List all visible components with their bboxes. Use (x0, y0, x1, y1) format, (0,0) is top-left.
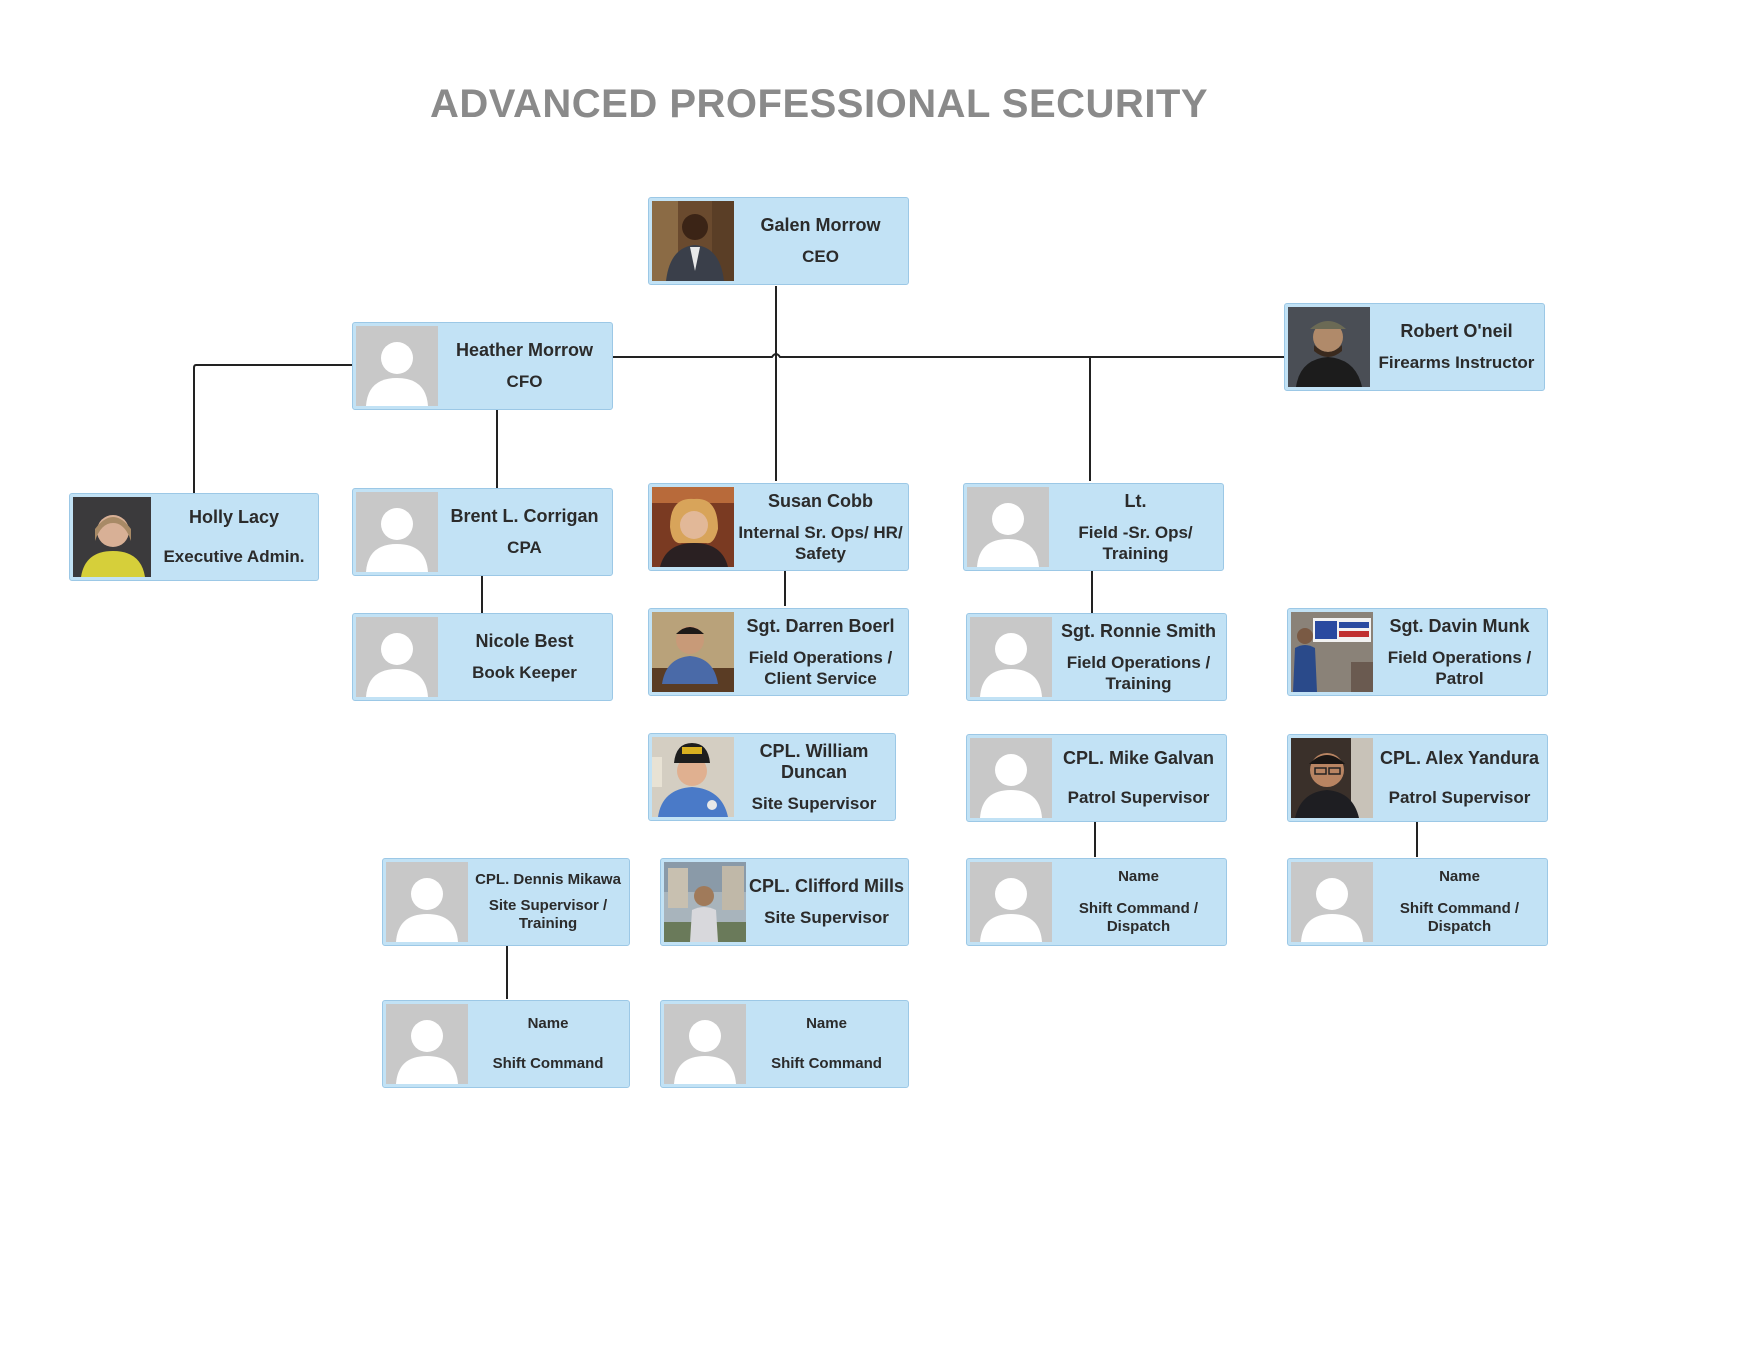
name-galen-morrow: Galen Morrow (760, 215, 881, 235)
name-lt: Lt. (1124, 490, 1147, 511)
avatar-placeholder-icon (967, 487, 1049, 567)
role-dispatch-left: Shift Command / Dispatch (1078, 900, 1199, 935)
photo-clifford-mills (664, 862, 746, 942)
card-darren-boerl[interactable]: Sgt. Darren Boerl Field Operations / Cli… (648, 608, 909, 696)
card-mike-galvan[interactable]: CPL. Mike Galvan Patrol Supervisor (966, 734, 1227, 822)
role-galen-morrow: CEO (802, 247, 839, 266)
name-alex-yandura: CPL. Alex Yandura (1379, 748, 1540, 768)
photo-galen-morrow (652, 201, 734, 281)
name-heather-morrow: Heather Morrow (455, 340, 594, 360)
card-heather-morrow[interactable]: Heather Morrow CFO (352, 322, 613, 410)
card-susan-cobb[interactable]: Susan Cobb Internal Sr. Ops/ HR/ Safety (648, 483, 909, 571)
avatar-placeholder-icon (664, 1004, 746, 1084)
connector-cfo-holly (193, 364, 352, 493)
avatar-placeholder-icon (1291, 862, 1373, 942)
name-ronnie-smith: Sgt. Ronnie Smith (1061, 620, 1216, 641)
avatar-placeholder-icon (386, 1004, 468, 1084)
card-clifford-mills[interactable]: CPL. Clifford Mills Site Supervisor (660, 858, 909, 946)
name-susan-cobb: Susan Cobb (767, 490, 873, 511)
role-susan-cobb: Internal Sr. Ops/ HR/ Safety (738, 522, 903, 563)
card-davin-munk[interactable]: Sgt. Davin Munk Field Operations / Patro… (1287, 608, 1548, 696)
name-brent-corrigan: Brent L. Corrigan (450, 506, 599, 526)
role-lt: Field -Sr. Ops/ Training (1078, 522, 1193, 563)
role-dispatch-right: Shift Command / Dispatch (1399, 900, 1520, 935)
name-clifford-mills: CPL. Clifford Mills (749, 876, 904, 896)
connector-main-horizontal (612, 353, 1284, 358)
card-brent-corrigan[interactable]: Brent L. Corrigan CPA (352, 488, 613, 576)
card-dennis-mikawa[interactable]: CPL. Dennis Mikawa Site Supervisor / Tra… (382, 858, 630, 946)
card-nicole-best[interactable]: Nicole Best Book Keeper (352, 613, 613, 701)
role-shift-left: Shift Command (492, 1055, 604, 1072)
name-robert-oneil: Robert O'neil (1400, 321, 1513, 341)
photo-william-duncan (652, 737, 734, 817)
name-shift-left: Name (527, 1015, 569, 1032)
role-ronnie-smith: Field Operations / Training (1066, 652, 1211, 693)
role-davin-munk: Field Operations / Patrol (1387, 647, 1532, 688)
name-mike-galvan: CPL. Mike Galvan (1062, 748, 1215, 768)
name-darren-boerl: Sgt. Darren Boerl (746, 615, 895, 636)
avatar-placeholder-icon (356, 326, 438, 406)
name-william-duncan: CPL. William Duncan (759, 740, 869, 782)
photo-darren-boerl (652, 612, 734, 692)
photo-davin-munk (1291, 612, 1373, 692)
card-william-duncan[interactable]: CPL. William Duncan Site Supervisor (648, 733, 896, 821)
photo-susan-cobb (652, 487, 734, 567)
card-shift-left[interactable]: Name Shift Command (382, 1000, 630, 1088)
card-robert-oneil[interactable]: Robert O'neil Firearms Instructor (1284, 303, 1545, 391)
role-william-duncan: Site Supervisor (751, 793, 877, 813)
role-alex-yandura: Patrol Supervisor (1388, 788, 1531, 807)
avatar-placeholder-icon (356, 492, 438, 572)
role-darren-boerl: Field Operations / Client Service (748, 647, 893, 688)
role-robert-oneil: Firearms Instructor (1378, 353, 1535, 372)
role-nicole-best: Book Keeper (472, 663, 577, 682)
card-alex-yandura[interactable]: CPL. Alex Yandura Patrol Supervisor (1287, 734, 1548, 822)
name-dispatch-left: Name (1118, 868, 1159, 885)
avatar-placeholder-icon (970, 738, 1052, 818)
card-dispatch-right[interactable]: Name Shift Command / Dispatch (1287, 858, 1548, 946)
role-heather-morrow: CFO (506, 372, 543, 391)
name-shift-right: Name (806, 1015, 847, 1032)
role-dennis-mikawa: Site Supervisor / Training (488, 897, 608, 932)
card-lt[interactable]: Lt. Field -Sr. Ops/ Training (963, 483, 1224, 571)
role-shift-right: Shift Command (771, 1055, 882, 1072)
role-brent-corrigan: CPA (507, 538, 542, 557)
card-ronnie-smith[interactable]: Sgt. Ronnie Smith Field Operations / Tra… (966, 613, 1227, 701)
name-dispatch-right: Name (1439, 868, 1480, 885)
role-mike-galvan: Patrol Supervisor (1067, 788, 1210, 807)
name-nicole-best: Nicole Best (475, 631, 574, 651)
chart-title: ADVANCED PROFESSIONAL SECURITY (430, 82, 1209, 126)
card-dispatch-left[interactable]: Name Shift Command / Dispatch (966, 858, 1227, 946)
role-holly-lacy: Executive Admin. (163, 547, 305, 566)
photo-alex-yandura (1291, 738, 1373, 818)
card-shift-right[interactable]: Name Shift Command (660, 1000, 909, 1088)
card-holly-lacy[interactable]: Holly Lacy Executive Admin. (69, 493, 319, 581)
role-clifford-mills: Site Supervisor (764, 908, 889, 927)
photo-holly-lacy (73, 497, 151, 577)
avatar-placeholder-icon (356, 617, 438, 697)
card-galen-morrow[interactable]: Galen Morrow CEO (648, 197, 909, 285)
avatar-placeholder-icon (970, 617, 1052, 697)
name-holly-lacy: Holly Lacy (188, 507, 280, 527)
name-dennis-mikawa: CPL. Dennis Mikawa (475, 871, 621, 888)
photo-robert-oneil (1288, 307, 1370, 387)
avatar-placeholder-icon (386, 862, 468, 942)
avatar-placeholder-icon (970, 862, 1052, 942)
name-davin-munk: Sgt. Davin Munk (1389, 615, 1530, 636)
